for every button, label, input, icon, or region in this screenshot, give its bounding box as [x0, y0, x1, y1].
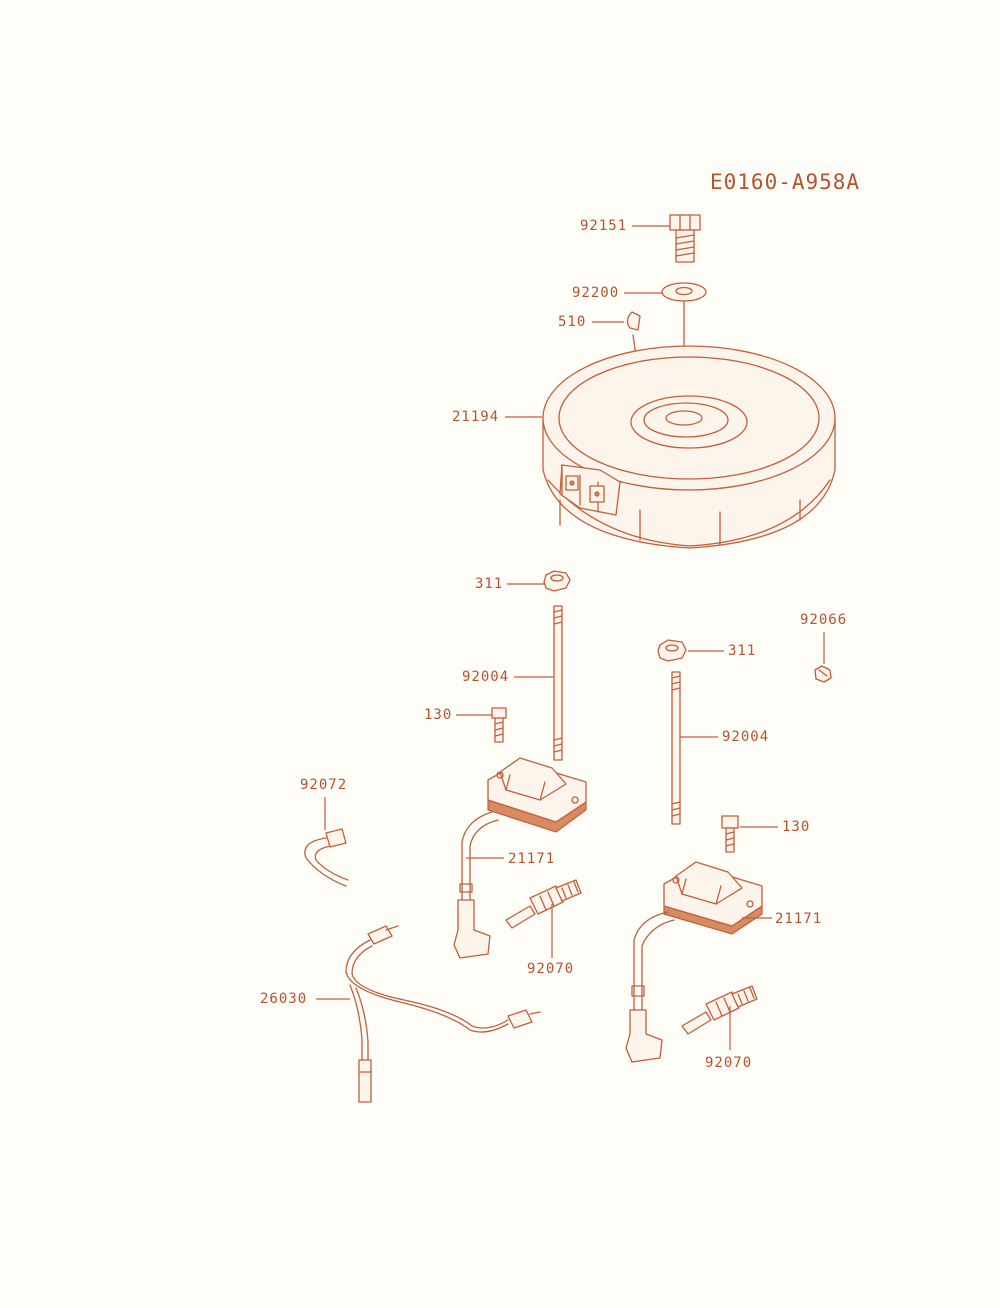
flywheel-21194[interactable] [542, 345, 836, 549]
label-311-left: 311 [475, 576, 504, 592]
label-92200: 92200 [572, 285, 620, 301]
label-92070-right: 92070 [705, 1055, 753, 1071]
label-130-left: 130 [424, 707, 453, 723]
bolt-92151[interactable] [669, 214, 701, 263]
label-26030: 26030 [260, 991, 308, 1007]
key-510[interactable] [626, 311, 641, 331]
nut-92066[interactable] [814, 665, 832, 683]
ignition-coil-21171-left[interactable] [453, 757, 587, 959]
label-311-right: 311 [728, 643, 757, 659]
label-92072: 92072 [300, 777, 348, 793]
label-92066: 92066 [800, 612, 848, 628]
label-92070-left: 92070 [527, 961, 575, 977]
clamp-92072[interactable] [304, 828, 349, 887]
spark-plug-92070-left[interactable] [505, 879, 582, 929]
lead-wire-26030[interactable] [345, 925, 541, 1103]
bolt-130-right[interactable] [721, 815, 739, 853]
label-92004-left: 92004 [462, 669, 510, 685]
ignition-coil-21171-right[interactable] [625, 861, 763, 1063]
label-92151: 92151 [580, 218, 628, 234]
label-21171-left: 21171 [508, 851, 556, 867]
label-21194: 21194 [452, 409, 500, 425]
washer-92200[interactable] [661, 282, 707, 302]
label-21171-right: 21171 [775, 911, 823, 927]
stud-92004-right[interactable] [671, 671, 681, 825]
stud-92004-left[interactable] [553, 605, 563, 761]
diagram-code: E0160-A958A [710, 170, 861, 194]
leader-lines [316, 225, 825, 1050]
nut-311-left[interactable] [543, 570, 571, 592]
label-510: 510 [558, 314, 587, 330]
nut-311-right[interactable] [657, 639, 687, 662]
bolt-130-left[interactable] [491, 707, 507, 743]
label-130-right: 130 [782, 819, 811, 835]
spark-plug-92070-right[interactable] [681, 985, 758, 1035]
label-92004-right: 92004 [722, 729, 770, 745]
